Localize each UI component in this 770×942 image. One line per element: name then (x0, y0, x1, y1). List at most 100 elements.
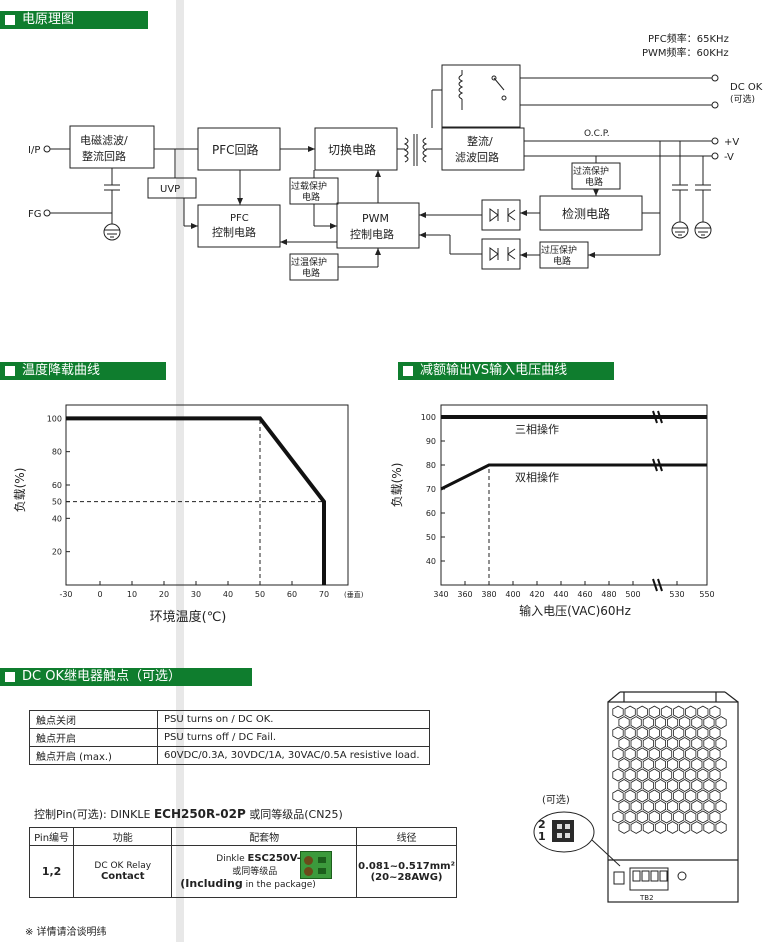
vent-hole (685, 747, 697, 761)
y-tick-label: 60 (52, 481, 62, 490)
vent-hole (703, 758, 715, 771)
x-tick-label: 420 (529, 590, 544, 599)
vent-hole (660, 768, 673, 782)
svg-text:电路: 电路 (302, 267, 320, 279)
vent-hole (636, 726, 648, 740)
vent-hole (691, 800, 703, 813)
svg-text:-V: -V (724, 152, 734, 163)
vent-hole (703, 716, 715, 729)
series-line (66, 416, 326, 585)
vent-hole (654, 779, 667, 792)
pin-heading: 控制Pin(可选): DINKLE ECH250R-02P 或同等级品(CN25… (34, 807, 343, 821)
vent-hole (709, 789, 721, 803)
vent-hole (630, 737, 642, 750)
section-header-block-diagram: 电原理图 (0, 11, 148, 29)
x-tick-label: 480 (601, 590, 616, 599)
series-label: 三相操作 (515, 422, 559, 436)
axis-break (652, 458, 658, 472)
vent-hole (666, 737, 679, 750)
vent-hole (697, 747, 709, 761)
svg-text:+V: +V (724, 137, 739, 148)
ip-label: I/P (28, 145, 40, 156)
x-tick-label: 500 (625, 590, 640, 599)
dcok-state: 触点开启 (max.) (29, 746, 158, 765)
svg-text:整流/: 整流/ (467, 134, 493, 148)
vent-hole (654, 737, 667, 750)
vent-hole (673, 726, 685, 740)
vent-hole (654, 821, 667, 834)
x-tick-label: 340 (433, 590, 448, 599)
x-axis-label: 环境温度(℃) (150, 609, 227, 625)
vent-hole (648, 705, 660, 719)
vent-hole (642, 737, 654, 750)
vent-hole (660, 810, 673, 824)
vent-hole (666, 758, 679, 771)
section-bullet-icon (5, 15, 15, 25)
vent-hole (685, 705, 697, 719)
axis-break (657, 578, 663, 592)
vent-hole (642, 800, 654, 813)
x-tick-label: 70 (319, 590, 329, 599)
vent-hole (685, 789, 697, 803)
vent-hole (666, 716, 679, 729)
vent-hole (679, 821, 691, 834)
section-bullet-icon (5, 672, 15, 682)
vent-hole (618, 758, 630, 771)
vent-hole (703, 800, 715, 813)
vent-hole (715, 800, 727, 813)
vent-hole (642, 716, 654, 729)
vent-hole (612, 747, 624, 761)
vent-hole (654, 716, 667, 729)
svg-text:电路: 电路 (302, 191, 320, 203)
svg-text:控制电路: 控制电路 (212, 225, 256, 239)
vent-hole (709, 810, 721, 824)
vent-hole (618, 821, 630, 834)
vent-hole (709, 747, 721, 761)
pin-wire: 0.081~0.517mm² (20~28AWG) (356, 845, 457, 898)
x-tick-label: 380 (481, 590, 496, 599)
svg-text:过温保护: 过温保护 (291, 256, 327, 268)
x-tick-label: 550 (699, 590, 714, 599)
y-tick-label: 70 (426, 485, 436, 494)
svg-text:电路: 电路 (553, 255, 571, 267)
vent-hole (709, 726, 721, 740)
x-tick-label: 50 (255, 590, 265, 599)
vent-hole (624, 726, 636, 740)
pin-header-mate: 配套物 (171, 827, 358, 846)
vent-hole (618, 779, 630, 792)
vent-hole (691, 737, 703, 750)
vent-hole (715, 779, 727, 792)
svg-text:过载保护: 过载保护 (291, 180, 327, 192)
x-tick-label: 0 (97, 590, 102, 599)
svg-text:整流回路: 整流回路 (82, 149, 126, 163)
vent-hole (666, 800, 679, 813)
svg-text:切换电路: 切换电路 (328, 142, 376, 157)
vent-hole (660, 705, 673, 719)
pin-function: DC OK Relay Contact (73, 845, 173, 898)
vent-hole (612, 768, 624, 782)
vent-hole (654, 758, 667, 771)
vent-hole (630, 716, 642, 729)
vent-hole (679, 716, 691, 729)
axis-break (657, 458, 663, 472)
x-axis-label: 输入电压(VAC)60Hz (519, 603, 631, 618)
vent-hole (654, 800, 667, 813)
vent-hole (666, 779, 679, 792)
vent-hole (648, 789, 660, 803)
vent-hole (636, 705, 648, 719)
vent-hole (624, 768, 636, 782)
axis-break (652, 578, 658, 592)
footnote: ※ 详情请洽谈明纬 (25, 927, 107, 938)
vent-hole (679, 758, 691, 771)
svg-text:PFC: PFC (230, 213, 249, 224)
vent-hole (636, 747, 648, 761)
vent-hole (612, 789, 624, 803)
svg-text:PFC回路: PFC回路 (212, 142, 259, 157)
vent-hole (691, 779, 703, 792)
vent-hole (715, 821, 727, 834)
vent-hole (648, 768, 660, 782)
dcok-state: 触点关闭 (29, 710, 158, 729)
pin-header-no: Pin编号 (28, 827, 75, 846)
vent-hole (630, 800, 642, 813)
